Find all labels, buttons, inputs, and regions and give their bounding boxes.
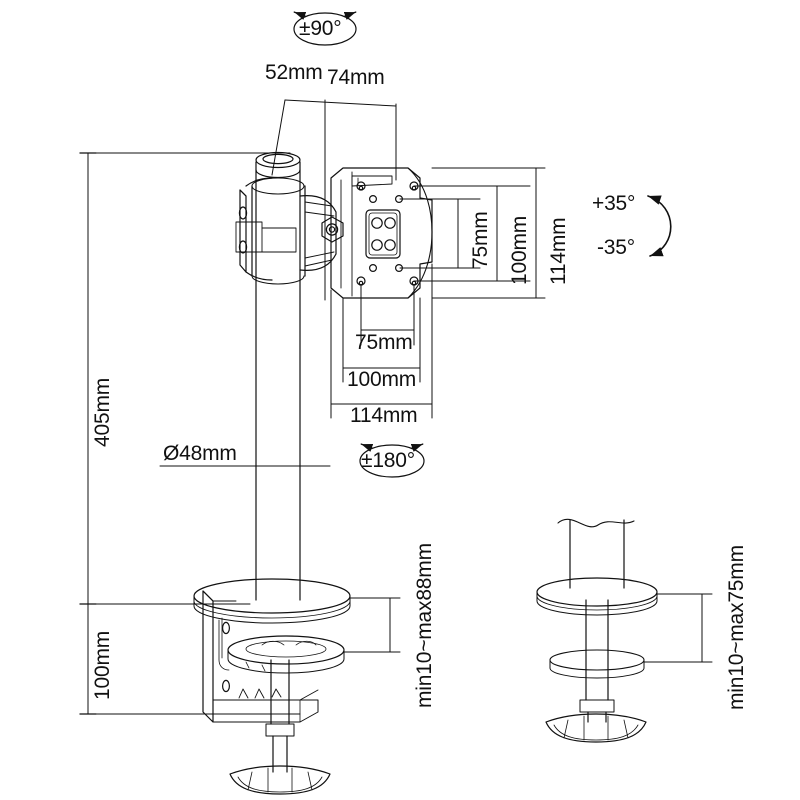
tilt-arrow <box>647 195 672 257</box>
dim-100-clamp <box>79 603 301 715</box>
dim-label-405mm: 405mm <box>91 377 114 447</box>
dim-label-vesa-v-75: 75mm <box>469 211 492 269</box>
tilt-joint <box>299 195 344 271</box>
desk-top-surface <box>193 578 351 624</box>
vesa-plate <box>330 167 433 299</box>
rotation-180-label: ±180° <box>361 449 415 472</box>
pole-collar-clamp <box>235 177 306 285</box>
swivel-90-symbol <box>293 11 357 46</box>
dim-label-vesa-v-114: 114mm <box>547 217 570 285</box>
clamp-pressure-plate <box>227 635 345 674</box>
vesa-vertical-dims <box>399 167 546 299</box>
dim-grommet-thickness <box>643 593 713 663</box>
dim-label-vesa-h-75: 75mm <box>355 331 413 354</box>
dim-label-pole-diameter: Ø48mm <box>163 442 237 465</box>
c-clamp-body <box>202 590 319 723</box>
dim-label-vesa-h-100: 100mm <box>347 368 417 391</box>
dim-clamp-thickness <box>343 597 401 653</box>
tilt-label-up: +35° <box>592 192 636 215</box>
dim-label-vesa-h-114: 114mm <box>350 404 418 427</box>
dim-label-74mm: 74mm <box>327 66 385 89</box>
tilt-label-down: -35° <box>597 236 635 259</box>
top-dimension-lines <box>271 99 397 301</box>
dim-label-clamp-thickness: min10~max88mm <box>413 543 436 708</box>
dim-label-52mm: 52mm <box>265 61 323 84</box>
vesa-horizontal-dims <box>330 263 433 419</box>
grommet-mount <box>536 518 658 743</box>
vertical-pole <box>255 151 301 601</box>
dim-label-grommet-thickness: min10~max75mm <box>725 545 748 710</box>
dim-label-100mm-clamp: 100mm <box>91 630 114 700</box>
rotation-180-symbol <box>359 443 425 478</box>
dim-label-vesa-v-100: 100mm <box>508 215 531 285</box>
swivel-90-label: ±90° <box>299 17 342 40</box>
dim-405 <box>79 152 291 605</box>
clamp-screw-knob <box>229 659 331 795</box>
